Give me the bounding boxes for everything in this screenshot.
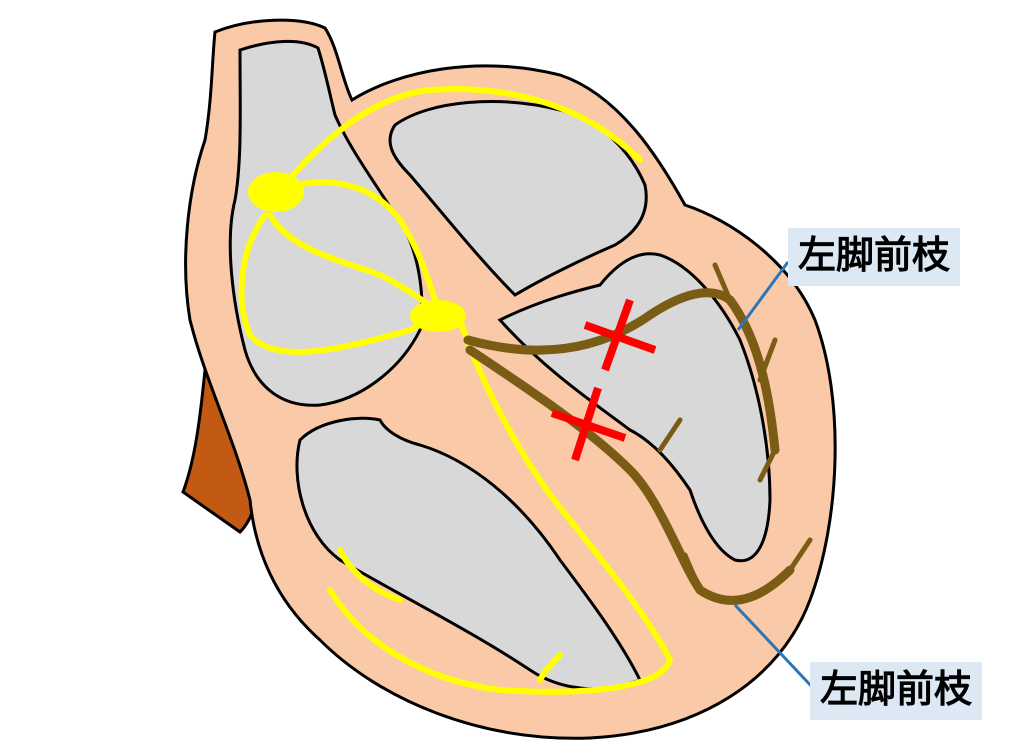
block-marks [550,298,657,462]
left-atrium-chamber [388,100,648,297]
leader-line-lower [733,603,817,692]
label-lower: 左脚前枝 [810,662,983,720]
internodal-anterior [277,179,443,318]
left-ventricle-chamber [497,252,772,563]
bachmann-bundle [277,86,643,193]
purkinje-fibers-rv [337,547,563,683]
block-mark-upper [583,298,657,372]
sinoatrial-node [248,172,304,212]
right-bundle-branch [327,317,674,695]
atrioventricular-node [410,300,466,332]
left-bundle-branch [463,262,813,605]
left-posterior-fascicle [465,345,795,605]
block-mark-lower [550,386,627,462]
label-upper: 左脚前枝 [788,228,961,286]
leader-line-upper [736,261,790,331]
purkinje-branches [657,262,813,593]
right-atrium-chamber [228,40,424,407]
